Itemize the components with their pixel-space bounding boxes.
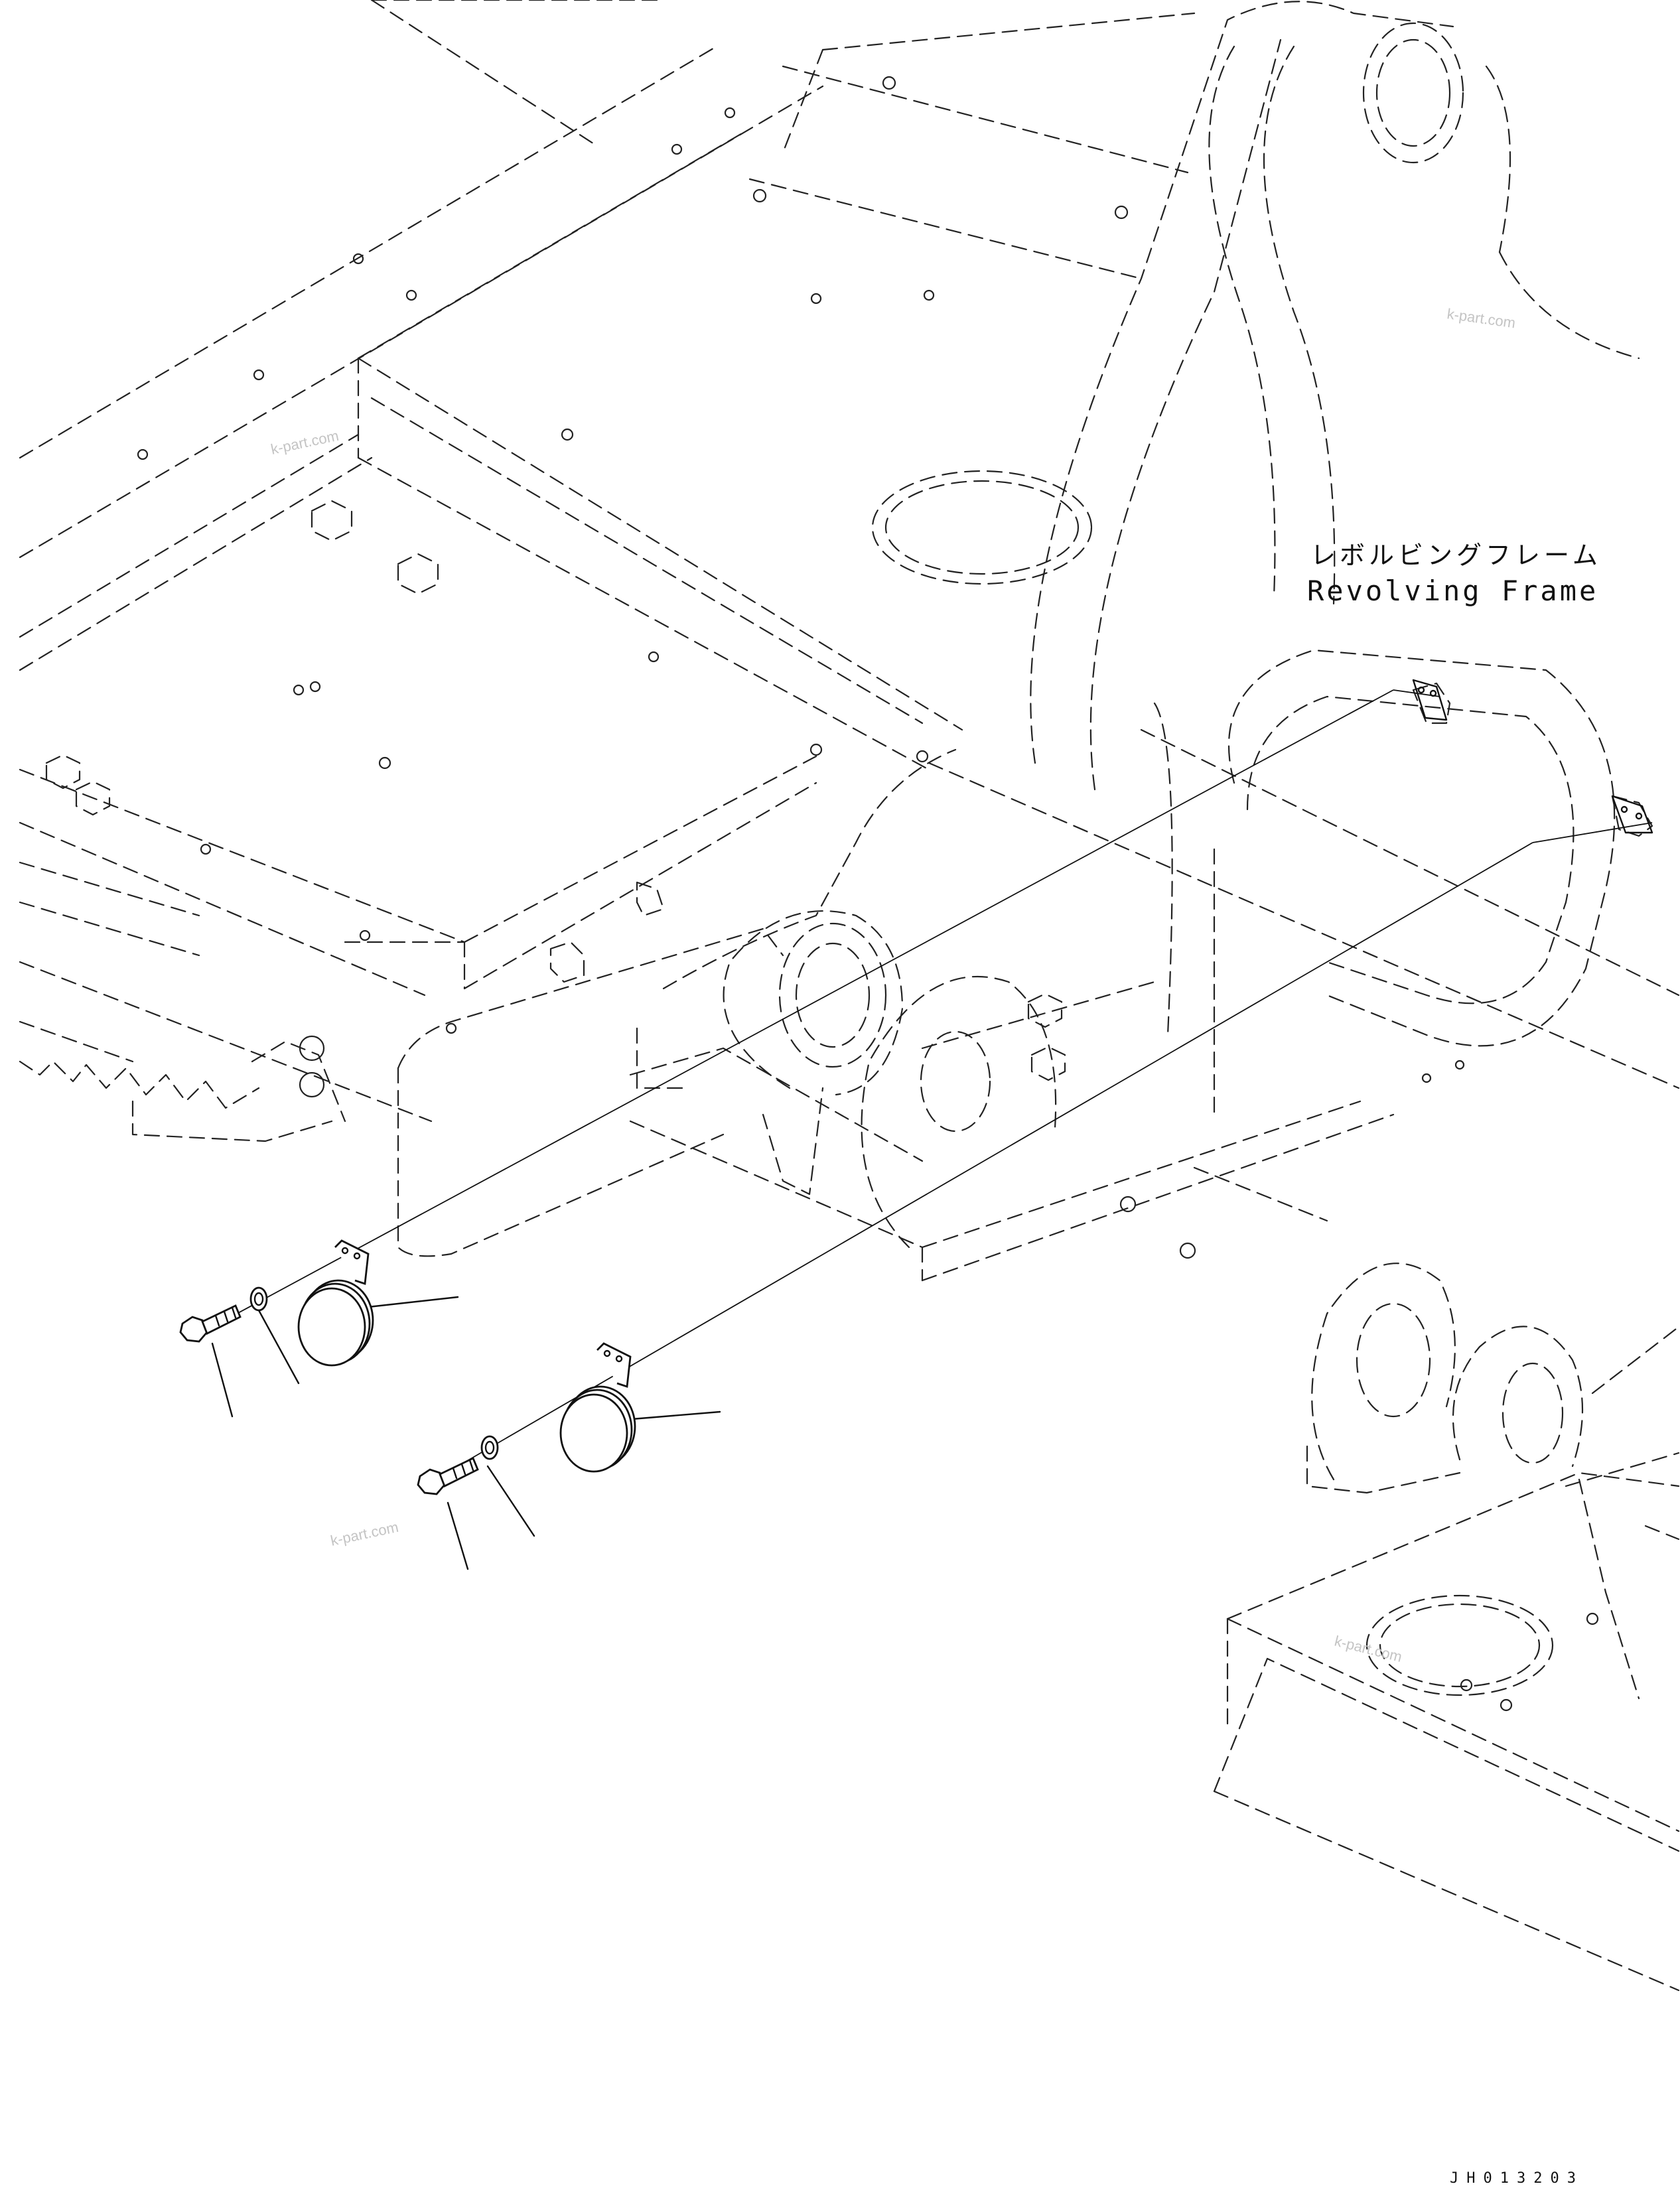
- callout-leaders: [211, 1296, 721, 1570]
- watermark: k-part.com: [1446, 305, 1516, 331]
- frame-label-en: Revolving Frame: [1307, 575, 1598, 607]
- watermark: k-part.com: [269, 427, 340, 458]
- washer-icon: [480, 1435, 499, 1460]
- round-reflector-icon: [297, 1239, 374, 1367]
- drawing-code: JH013203: [1450, 2170, 1584, 2187]
- frame-nut-blocks: [45, 500, 1653, 1098]
- round-reflector-icon: [559, 1342, 636, 1473]
- watermark: k-part.com: [329, 1519, 400, 1549]
- hex-bolt-icon: [179, 1304, 242, 1343]
- hex-bolt-icon: [417, 1457, 479, 1495]
- washer-icon: [249, 1286, 268, 1312]
- exploded-centerlines: [212, 689, 1653, 1467]
- frame-label-jp: レボルビングフレーム: [1310, 541, 1602, 570]
- reflector-mount-bracket: [1412, 679, 1653, 834]
- frame-holes: [137, 76, 1599, 1712]
- revolving-frame-outline: [19, 0, 1680, 1992]
